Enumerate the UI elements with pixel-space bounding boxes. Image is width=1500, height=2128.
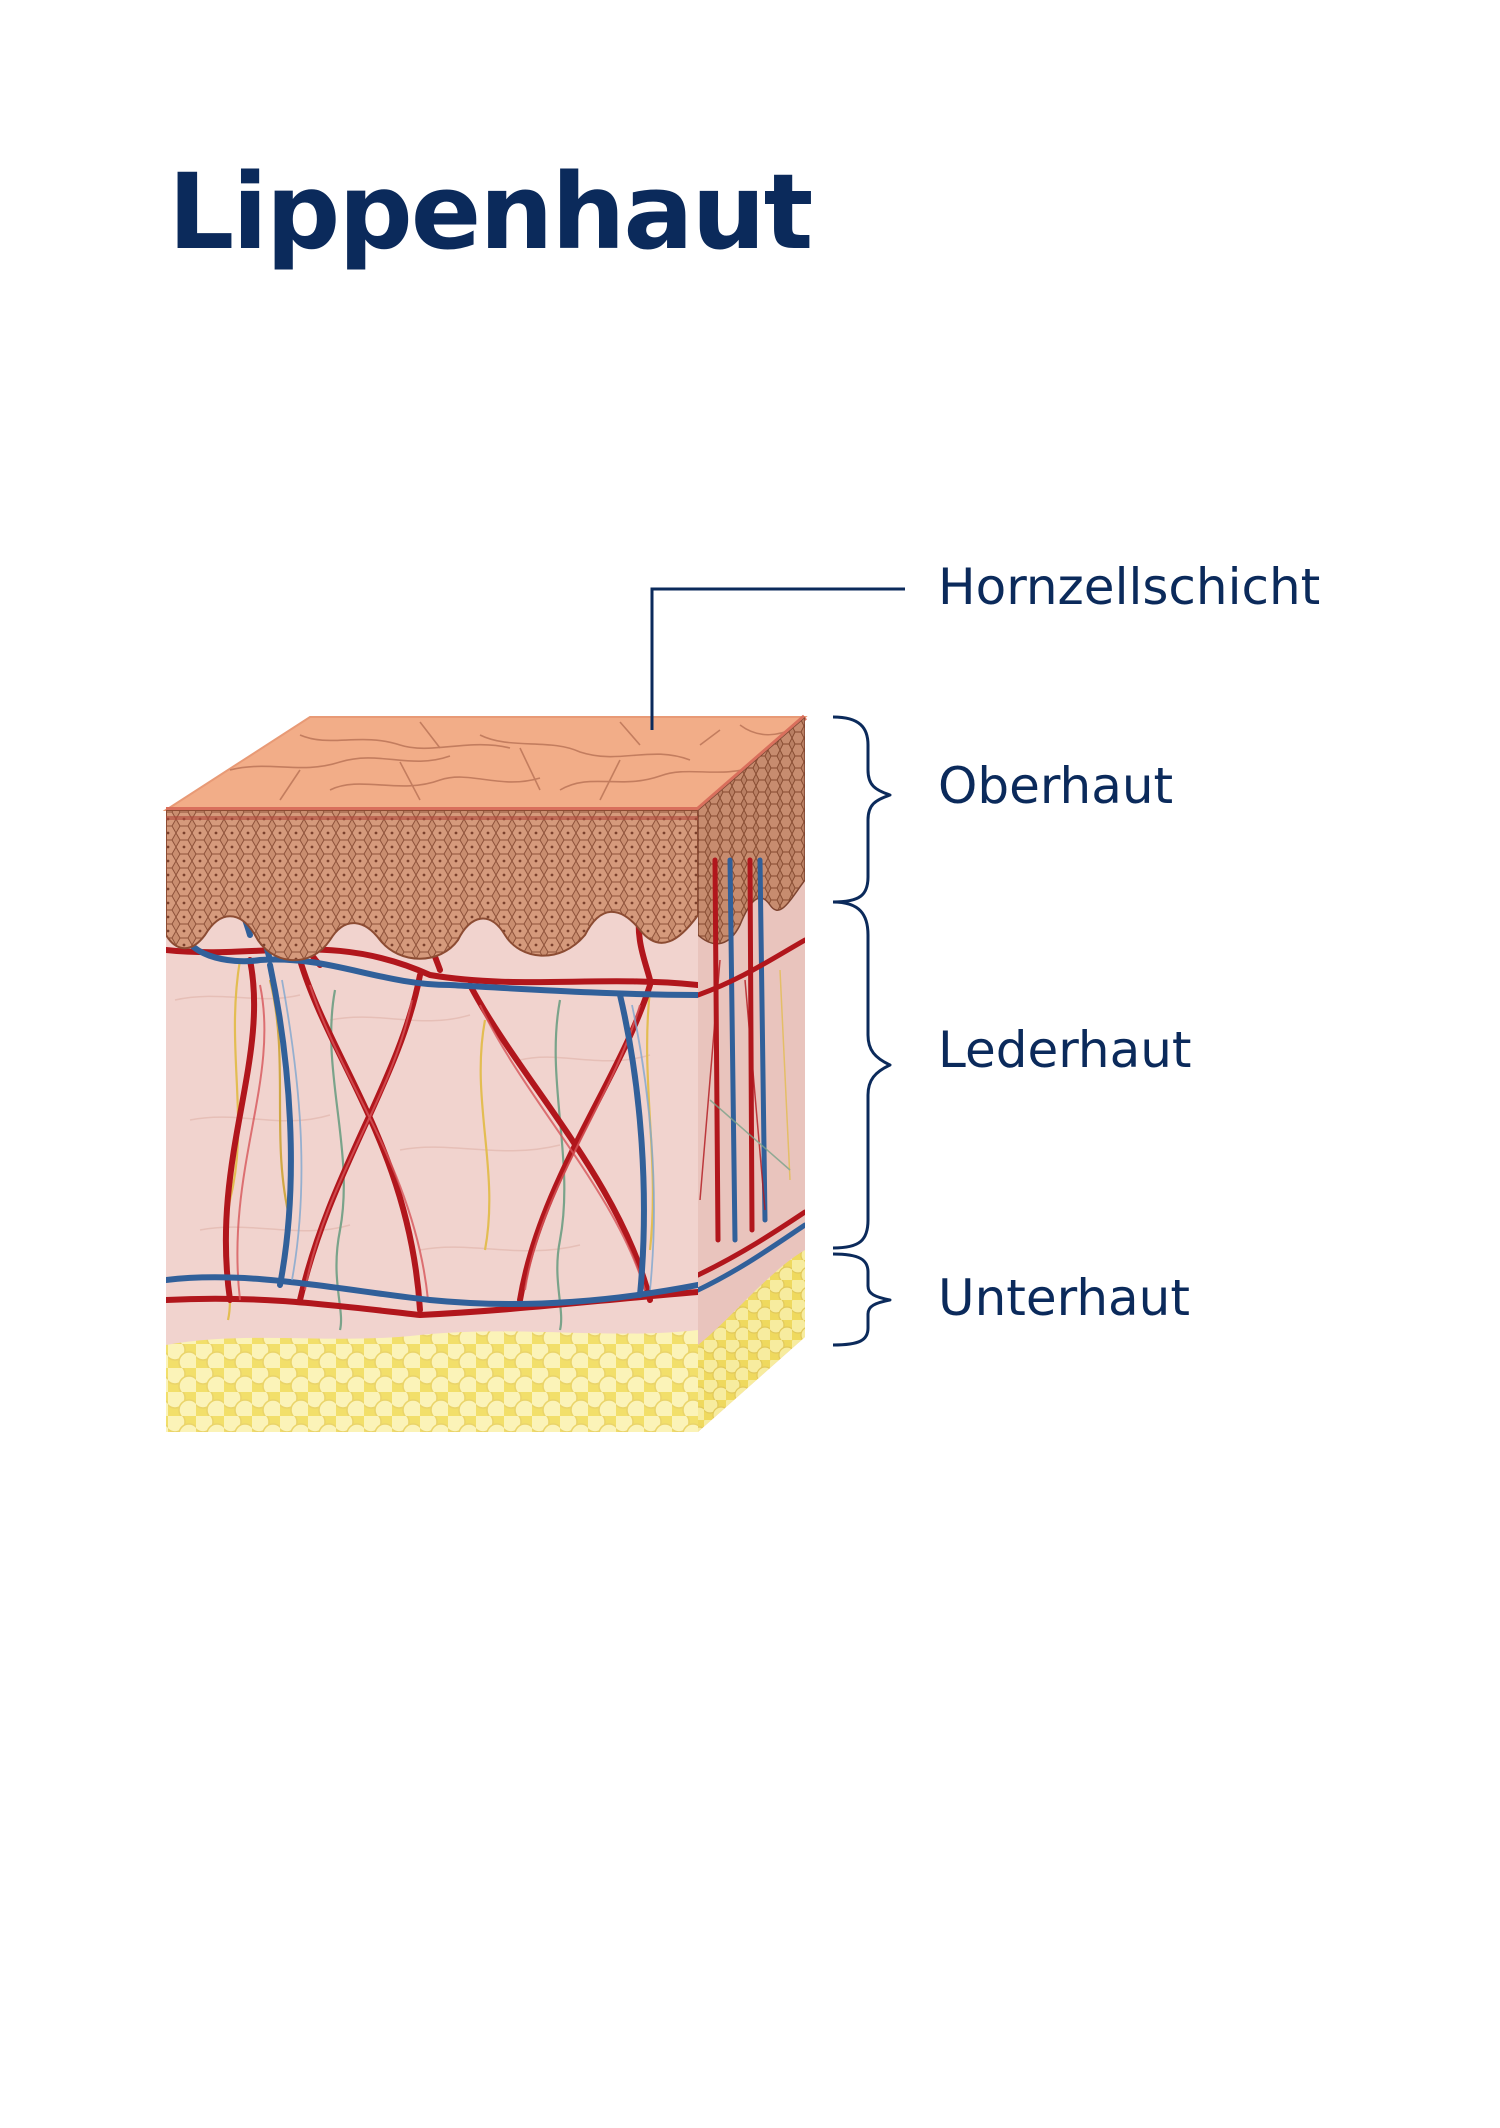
horny-layer-leader-line <box>652 589 905 730</box>
label-horny-layer: Hornzellschicht <box>938 562 1320 612</box>
subcutis-fat-front <box>166 1330 698 1432</box>
subcutis-brace <box>833 1254 890 1345</box>
label-subcutis: Unterhaut <box>938 1273 1190 1323</box>
epidermis-brace <box>833 717 890 902</box>
label-dermis: Lederhaut <box>938 1025 1192 1075</box>
dermis-brace <box>833 902 890 1248</box>
horny-layer-top-face <box>166 717 805 810</box>
label-epidermis: Oberhaut <box>938 761 1173 811</box>
